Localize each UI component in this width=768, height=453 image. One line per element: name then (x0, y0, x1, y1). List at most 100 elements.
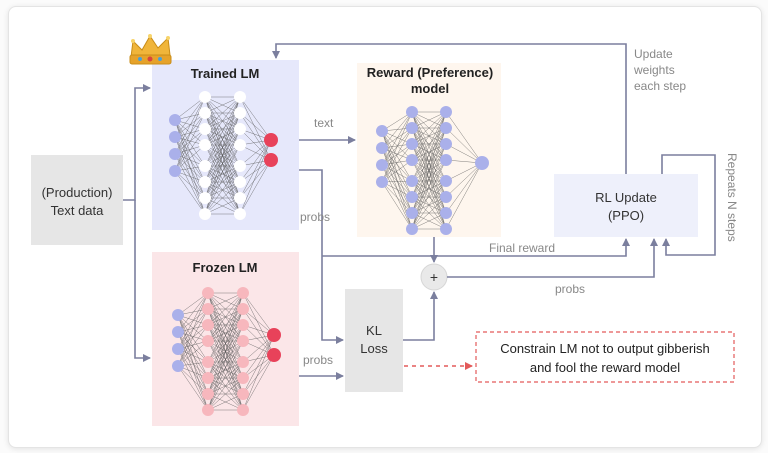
reward-model-node (406, 175, 418, 187)
reward-model-node (406, 223, 418, 235)
frozen-lm-node (202, 335, 214, 347)
reward-model-edge (411, 180, 447, 214)
frozen-lm-node (237, 335, 249, 347)
trained-lm-node (169, 148, 181, 160)
frozen-lm-edge (207, 292, 244, 310)
trained-lm-network (169, 91, 278, 220)
trained-lm-edge (174, 96, 206, 121)
frozen-lm-edge (242, 334, 275, 395)
trained-lm-edge (239, 139, 272, 215)
reward-model-edge (445, 162, 483, 214)
reward-model-node (406, 191, 418, 203)
label-probs-trained: probs (300, 210, 330, 224)
text-data-label-line1: (Production) (42, 185, 113, 200)
plus-sign: + (430, 269, 438, 285)
frozen-lm-node (237, 404, 249, 416)
reward-model-edge (411, 180, 447, 198)
frozen-lm-panel: Frozen LM (152, 252, 299, 426)
frozen-lm-edge (177, 365, 209, 395)
reward-model-edge (381, 159, 413, 183)
label-probs-frozen: probs (303, 353, 333, 367)
trained-lm-node (264, 133, 278, 147)
arrow-update-weights (272, 43, 627, 174)
trained-lm-edge (204, 144, 241, 215)
reward-model-edge (381, 127, 413, 183)
trained-lm-node (199, 123, 211, 135)
frozen-lm-edge (242, 354, 275, 411)
label-update-line1: Update (634, 47, 673, 61)
trained-lm-node (234, 192, 246, 204)
label-probs-combined: probs (555, 282, 585, 296)
reward-model-panel: Reward (Preference) model (357, 63, 501, 237)
reward-model-node (376, 159, 388, 171)
reward-model-node (440, 207, 452, 219)
reward-model-node (376, 176, 388, 188)
trained-lm-node (169, 131, 181, 143)
frozen-lm-edge (177, 314, 209, 363)
trained-lm-edge (204, 128, 241, 215)
reward-model-node (376, 142, 388, 154)
frozen-lm-edge (242, 292, 275, 336)
frozen-lm-edge (177, 365, 209, 411)
trained-lm-edge (174, 112, 206, 172)
frozen-lm-edge (207, 324, 244, 342)
frozen-lm-edge (207, 361, 244, 395)
reward-model-edge (381, 130, 413, 182)
frozen-lm-edge (242, 324, 275, 356)
frozen-lm-edge (177, 340, 209, 367)
reward-model-edge (411, 111, 447, 182)
frozen-lm-edge (207, 292, 244, 326)
trained-lm-edge (239, 96, 272, 141)
reward-model-node (406, 106, 418, 118)
frozen-lm-node (172, 343, 184, 355)
reward-model-edge (411, 212, 447, 230)
trained-lm-edge (174, 128, 206, 172)
trained-lm-node (234, 160, 246, 172)
kl-loss-label-line2: Loss (360, 341, 388, 356)
reward-model-edge (411, 159, 447, 230)
frozen-lm-node (202, 372, 214, 384)
crown-icon (129, 34, 172, 65)
reward-model-node (440, 223, 452, 235)
trained-lm-edge (204, 165, 241, 215)
trained-lm-node (199, 192, 211, 204)
reward-model-edge (381, 143, 413, 183)
trained-lm-edge (174, 136, 206, 167)
reward-model-node (440, 106, 452, 118)
reward-model-title-line2: model (411, 81, 449, 96)
trained-lm-edge (204, 165, 241, 183)
frozen-lm-edge (242, 334, 275, 379)
frozen-lm-node (202, 404, 214, 416)
reward-model-edge (381, 130, 413, 161)
reward-model-edge (381, 111, 413, 166)
frozen-lm-edge (207, 292, 244, 363)
reward-model-node (406, 154, 418, 166)
trained-lm-edge (204, 96, 241, 146)
frozen-lm-node (237, 303, 249, 315)
frozen-lm-node (172, 309, 184, 321)
frozen-lm-network (172, 287, 281, 416)
frozen-lm-node (237, 319, 249, 331)
frozen-lm-edge (207, 361, 244, 379)
frozen-lm-edge (207, 292, 244, 379)
frozen-lm-edge (207, 340, 244, 411)
reward-model-edge (445, 127, 483, 164)
trained-lm-edge (204, 128, 241, 146)
label-final-reward: Final reward (489, 241, 555, 255)
text-data-box: (Production) Text data (31, 155, 123, 245)
reward-model-edge (445, 162, 483, 230)
trained-lm-edge (239, 159, 272, 215)
frozen-lm-node (237, 372, 249, 384)
trained-lm-node (234, 139, 246, 151)
trained-lm-node (199, 160, 211, 172)
trained-lm-edge (174, 96, 206, 138)
label-repeats: Repeats N steps (725, 153, 739, 242)
frozen-lm-node (237, 356, 249, 368)
frozen-lm-node (202, 303, 214, 315)
frozen-lm-edge (177, 314, 209, 342)
reward-model-edge (411, 111, 447, 230)
trained-lm-edge (174, 96, 206, 155)
arrow-data-to-trained (123, 84, 151, 201)
frozen-lm-node (202, 287, 214, 299)
frozen-lm-edge (177, 292, 209, 316)
